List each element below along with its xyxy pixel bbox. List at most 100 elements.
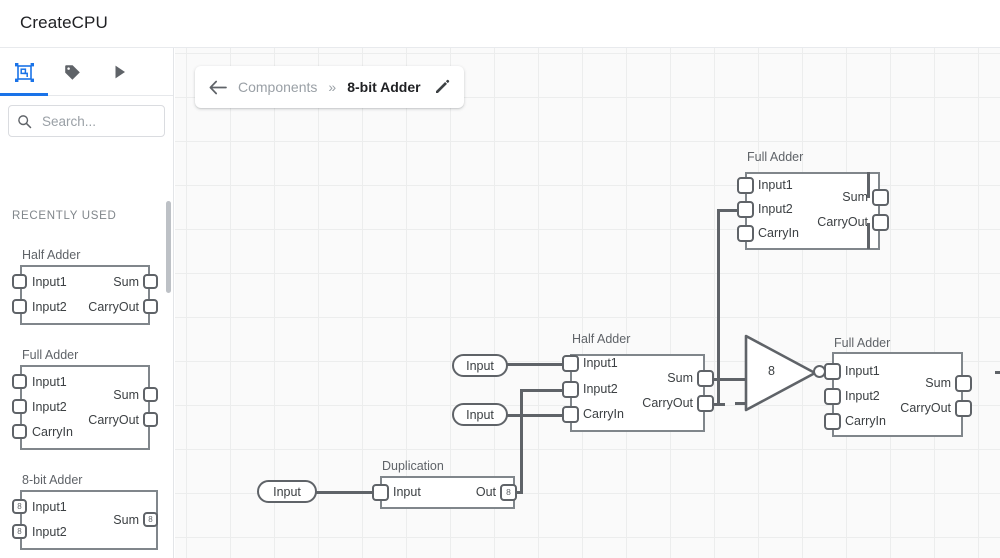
palette-port-input1[interactable] [12,274,27,289]
node-port-label: CarryIn [583,407,624,421]
tab-components[interactable] [0,48,48,96]
component-select-icon [14,62,34,82]
palette-port-label: Input1 [32,500,67,514]
node-port-label: Sum [925,376,951,390]
node-title: Full Adder [834,336,891,350]
palette-port-label: Sum [113,275,139,289]
palette-port-label: Input2 [32,300,67,314]
node-port-label: Input2 [845,389,880,403]
arrow-left-icon[interactable] [209,80,227,95]
node-port-carryout[interactable] [955,400,972,417]
node-title: Full Adder [747,150,804,164]
merger-width-label: 8 [768,364,775,378]
node-port-sum[interactable] [697,370,714,387]
node-body[interactable] [380,476,515,509]
wire-input3-to-halfadder-carryin [506,414,568,417]
node-title: Half Adder [572,332,631,346]
node-port-label: Input1 [583,356,618,370]
palette-port-sum[interactable] [143,274,158,289]
node-port-carryin[interactable] [737,225,754,242]
wire-merger-lower-input [735,402,749,405]
breadcrumb-current: 8-bit Adder [347,79,421,95]
wire-halfadder-carryout-stub [704,403,725,406]
pencil-icon[interactable] [434,79,450,95]
input-pill-3[interactable]: Input [257,480,317,503]
node-port-sum[interactable] [955,375,972,392]
palette-port-input2[interactable] [12,299,27,314]
node-port-label: Input2 [583,382,618,396]
node-port-label: Input [393,485,421,499]
palette-port-label: Sum [113,513,139,527]
tab-labels[interactable] [48,48,96,96]
palette-item-body [20,490,158,550]
palette-port-sum[interactable] [143,387,158,402]
wire-dup-to-halfadder-input2 [520,389,568,392]
wire-merger-to-fulladder [995,371,1000,374]
palette-port-input1[interactable]: 8 [12,499,27,514]
node-port-label: Input1 [845,364,880,378]
palette-item-title: Full Adder [22,348,79,362]
node-body[interactable] [745,172,880,250]
node-port-label: CarryOut [900,401,951,415]
node-port-label: Input2 [758,202,793,216]
node-port-input2[interactable] [562,381,579,398]
palette-port-label: CarryOut [88,413,139,427]
node-port-label: CarryOut [642,396,693,410]
sidebar-tabbar [0,48,173,96]
input-pill-1[interactable]: Input [452,354,508,377]
node-port-label: Sum [667,371,693,385]
input-pill-2[interactable]: Input [452,403,508,426]
node-title: Duplication [382,459,444,473]
palette-port-input2[interactable]: 8 [12,524,27,539]
palette-item-body [20,365,150,450]
search-icon [18,114,32,128]
node-port-label: CarryIn [845,414,886,428]
palette-item-title: Half Adder [22,248,81,262]
breadcrumb-root[interactable]: Components [238,79,318,95]
tag-icon [64,64,80,80]
palette-port-label: Input2 [32,525,67,539]
node-port-input1[interactable] [562,355,579,372]
node-port-input2[interactable] [737,201,754,218]
node-port-carryout[interactable] [697,395,714,412]
palette-port-carryin[interactable] [12,424,27,439]
sidebar-scrollbar[interactable] [166,201,171,293]
palette-port-label: Sum [113,388,139,402]
section-recently-used: RECENTLY USED [12,210,117,222]
app-title: CreateCPU [20,13,108,32]
breadcrumb-separator: » [328,79,337,95]
node-port-carryin[interactable] [562,406,579,423]
node-port-input1[interactable] [737,177,754,194]
node-body[interactable] [570,354,705,432]
play-icon [115,65,125,79]
sidebar: RECENTLY USED Half Adder Input1 Input2 S… [0,48,174,558]
wire-topfa-sum-stub [867,172,870,198]
node-port-input1[interactable] [824,363,841,380]
circuit-canvas[interactable]: Components » 8-bit Adder [175,48,1000,558]
palette-port-input2[interactable] [12,399,27,414]
palette-port-carryout[interactable] [143,412,158,427]
node-port-carryin[interactable] [824,413,841,430]
node-port-out[interactable]: 8 [500,484,517,501]
node-port-input[interactable] [372,484,389,501]
palette-port-label: CarryIn [32,425,73,439]
wire-input2-to-duplication [312,491,382,494]
node-port-carryout[interactable] [872,214,889,231]
tab-run[interactable] [96,48,144,96]
palette-port-carryout[interactable] [143,299,158,314]
wire-input1-to-halfadder [506,363,568,366]
node-port-label: Out [475,485,496,499]
search-box[interactable] [8,105,165,137]
search-input[interactable] [40,112,152,130]
node-port-input2[interactable] [824,388,841,405]
wire-topfa-carryout-stub [867,223,870,249]
wire-halfadder-sum-to-merger [704,378,757,381]
node-port-label: CarryIn [758,226,799,240]
node-port-sum[interactable] [872,189,889,206]
palette-item-title: 8-bit Adder [22,473,83,487]
palette-port-input1[interactable] [12,374,27,389]
palette-port-label: CarryOut [88,300,139,314]
palette-port-sum[interactable]: 8 [143,512,158,527]
breadcrumb: Components » 8-bit Adder [195,66,464,108]
